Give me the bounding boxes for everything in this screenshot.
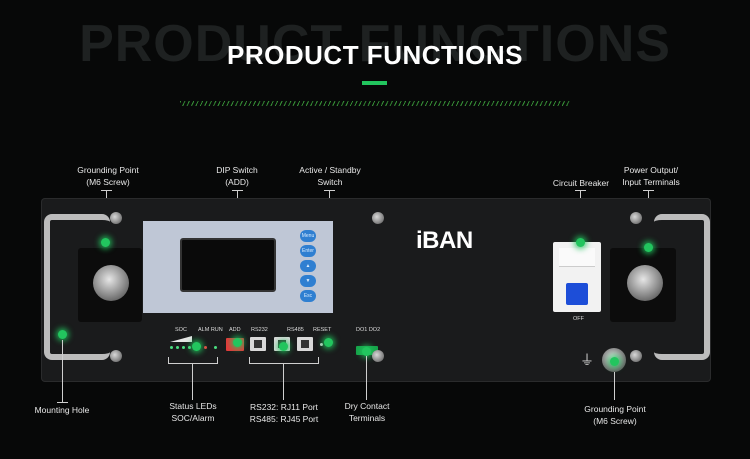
callout-active-line1: Active / Standby (299, 165, 361, 175)
soc-led (176, 346, 179, 349)
up-button[interactable]: ▲ (300, 260, 316, 272)
ground-symbol-icon: ⏚ (580, 352, 594, 368)
marker-grounding-bottom (610, 357, 619, 366)
soc-led (170, 346, 173, 349)
callout-grounding-top-line2: (M6 Screw) (86, 177, 130, 187)
esc-button[interactable]: Esc (300, 290, 316, 302)
callout-dip-switch: DIP Switch (ADD) (205, 164, 269, 188)
callout-rs-line1: RS232: RJ11 Port (250, 402, 318, 412)
hatch-divider (180, 101, 570, 106)
soc-led (182, 346, 185, 349)
alm-run-label: ALM RUN (198, 327, 223, 333)
soc-label: SOC (175, 327, 187, 333)
background-title: PRODUCT FUNCTIONS (79, 15, 671, 73)
marker-dry-contact (362, 347, 371, 356)
right-terminal-bolt (627, 265, 663, 301)
marker-status-leds (192, 342, 201, 351)
callout-grounding-top-line1: Grounding Point (77, 165, 139, 175)
leader-cap (643, 190, 654, 191)
marker-active-standby (324, 338, 333, 347)
menu-button[interactable]: Menu (300, 230, 316, 242)
leader-line (192, 363, 193, 400)
alarm-led (204, 346, 207, 349)
callout-rs-line2: RS485: RJ45 Port (249, 414, 319, 424)
breaker-switch-lever[interactable] (566, 283, 588, 305)
callout-status-line1: Status LEDs (169, 401, 217, 411)
down-button[interactable]: ▼ (300, 275, 316, 287)
callout-dry-contact: Dry Contact Terminals (335, 400, 399, 424)
reset-button[interactable] (320, 343, 323, 346)
soc-indicator-icon (170, 336, 192, 342)
screw-icon (630, 350, 642, 362)
callout-dip-line2: (ADD) (225, 177, 249, 187)
callout-status-leds: Status LEDs SOC/Alarm (160, 400, 226, 424)
soc-led (188, 346, 191, 349)
page-title: PRODUCT FUNCTIONS (227, 40, 523, 70)
marker-grounding-top (101, 238, 110, 247)
brand-logo: iBAN (416, 227, 473, 254)
reset-label: RESET (313, 327, 332, 333)
marker-circuit-breaker (576, 238, 585, 247)
left-terminal-bolt (93, 265, 129, 301)
leader-cap (324, 190, 335, 191)
screw-icon (630, 212, 642, 224)
title-underline (362, 81, 387, 85)
right-handle (654, 214, 710, 360)
callout-power-line1: Power Output/ (623, 165, 679, 175)
leader-line (62, 340, 63, 402)
leader-line (614, 372, 615, 400)
callout-circuit-breaker: Circuit Breaker (552, 178, 610, 188)
run-led (214, 346, 217, 349)
callout-rs-ports: RS232: RJ11 Port RS485: RJ45 Port (240, 401, 328, 425)
screw-icon (110, 212, 122, 224)
callout-grounding-bottom-line1: Grounding Point (584, 404, 646, 414)
screw-icon (372, 212, 384, 224)
marker-dip-switch (233, 338, 242, 347)
callout-status-line2: SOC/Alarm (171, 413, 215, 423)
callout-power-terminals: Power Output/ Input Terminals (614, 164, 688, 188)
bracket-rs-ports (249, 357, 319, 364)
bracket-status-leds (168, 357, 218, 364)
leader-cap (101, 190, 112, 191)
callout-dip-line1: DIP Switch (216, 165, 258, 175)
marker-mounting-hole (58, 330, 67, 339)
rj11-port (250, 337, 266, 351)
add-label: ADD (229, 327, 241, 333)
rs485-label: RS485 (287, 327, 304, 333)
marker-power-terminals (644, 243, 653, 252)
callout-grounding-bottom: Grounding Point (M6 Screw) (577, 403, 653, 427)
callout-mounting-hole: Mounting Hole (34, 405, 90, 415)
leader-line (366, 356, 367, 400)
left-handle (44, 214, 110, 360)
callout-active-line2: Switch (317, 177, 343, 187)
callout-grounding-top: Grounding Point (M6 Screw) (68, 164, 148, 188)
lcd-screen (180, 238, 276, 292)
screw-icon (372, 350, 384, 362)
callout-active-standby: Active / Standby Switch (290, 164, 370, 188)
screw-icon (110, 350, 122, 362)
leader-cap (57, 402, 68, 403)
leader-cap (575, 190, 586, 191)
leader-cap (232, 190, 243, 191)
do-label: DO1 DO2 (356, 327, 381, 333)
callout-power-line2: Input Terminals (622, 177, 680, 187)
enter-button[interactable]: Enter (300, 245, 316, 257)
marker-rs-ports (279, 342, 288, 351)
callout-dry-line2: Terminals (348, 413, 386, 423)
breaker-label-plate (559, 248, 595, 267)
rs232-label: RS232 (251, 327, 268, 333)
callout-dry-line1: Dry Contact (344, 401, 390, 411)
rj45-port (297, 337, 313, 351)
breaker-off-label: OFF (573, 316, 584, 322)
callout-grounding-bottom-line2: (M6 Screw) (593, 416, 637, 426)
leader-line (283, 363, 284, 400)
